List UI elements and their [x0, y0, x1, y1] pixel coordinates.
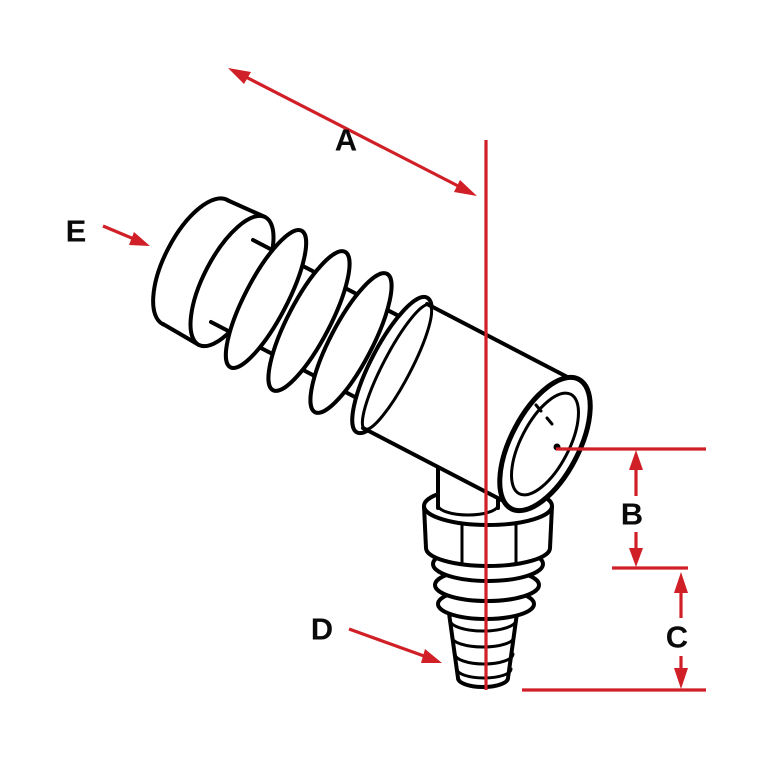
dimension-c: [522, 572, 706, 692]
dimension-b: [556, 447, 706, 570]
dim-label-c: C: [665, 619, 689, 655]
fitting-drawing: [151, 196, 593, 689]
barb-section: [151, 196, 434, 436]
dim-label-b: B: [620, 496, 644, 532]
dim-label-d: D: [310, 611, 334, 647]
dimension-d-arrow: [348, 627, 442, 663]
dimension-a: [228, 68, 477, 196]
dimension-e-arrow: [102, 224, 150, 246]
dim-label-e: E: [65, 213, 87, 249]
barrel: [360, 302, 593, 514]
threaded-stud: [446, 604, 520, 689]
dim-label-a: A: [334, 122, 358, 158]
dimension-annotations: [102, 68, 706, 692]
